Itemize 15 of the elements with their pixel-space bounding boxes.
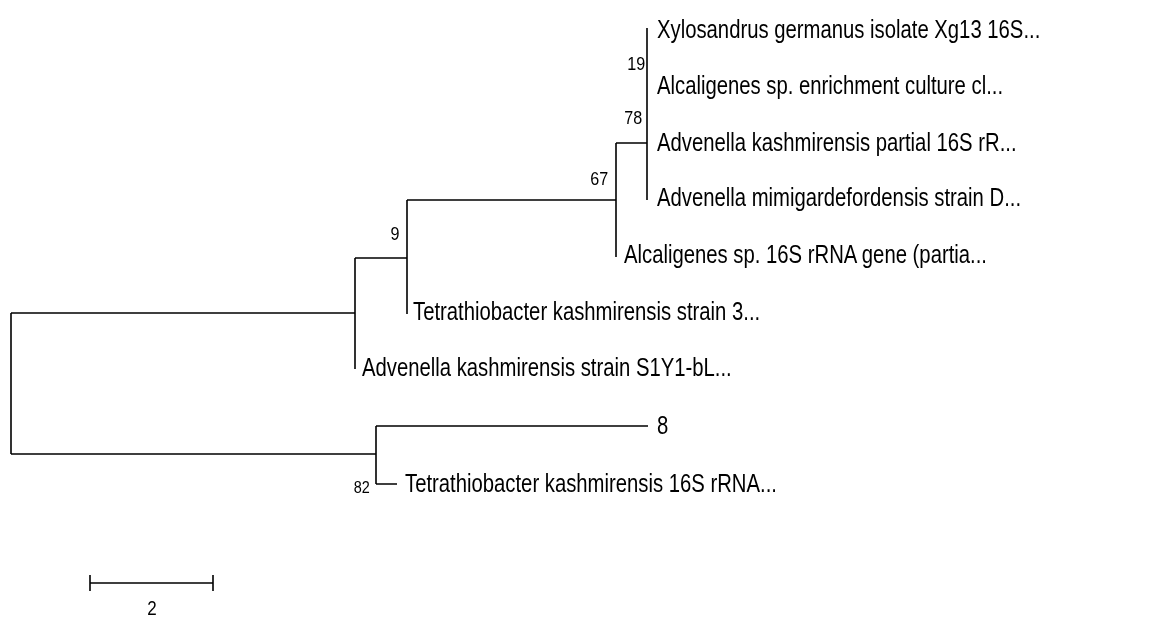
bootstrap-value: 67 (590, 168, 608, 188)
scale-label: 2 (147, 598, 157, 618)
taxon-label: Xylosandrus germanus isolate Xg13 16S... (657, 15, 1041, 42)
bootstrap-value: 78 (624, 107, 642, 127)
taxon-label: Advenella kashmirensis strain S1Y1-bL... (362, 353, 732, 380)
taxon-label: Tetrathiobacter kashmirensis 16S rRNA... (405, 469, 777, 496)
taxon-label: Advenella mimigardefordensis strain D... (657, 183, 1022, 210)
bootstrap-value: 9 (391, 223, 400, 243)
bootstrap-value: 19 (627, 53, 645, 73)
taxon-label: Alcaligenes sp. 16S rRNA gene (partia... (624, 240, 987, 267)
bootstrap-value: 82 (353, 478, 370, 496)
taxon-label: Alcaligenes sp. enrichment culture cl... (657, 71, 1004, 98)
taxon-label: Advenella kashmirensis partial 16S rR... (657, 128, 1017, 155)
taxon-label: Tetrathiobacter kashmirensis strain 3... (413, 297, 761, 324)
taxon-label: 8 (657, 411, 669, 438)
